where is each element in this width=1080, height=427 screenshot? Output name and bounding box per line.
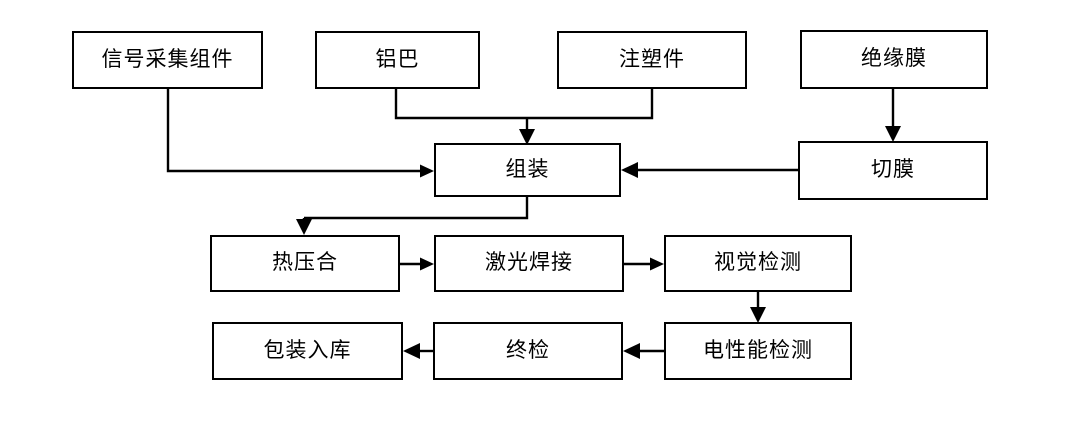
node-label: 热压合 <box>272 250 338 274</box>
arrowhead-icon <box>420 164 434 178</box>
arrowhead-icon <box>623 343 640 359</box>
node-label: 信号采集组件 <box>101 46 234 71</box>
node-label: 绝缘膜 <box>861 46 927 70</box>
node-label: 终检 <box>506 337 550 362</box>
connector-electrical-to-final <box>623 343 664 359</box>
connector-hotpress-to-laser <box>400 257 434 271</box>
connector-aluminum-to-assembly <box>394 89 527 120</box>
arrowhead-icon <box>621 162 638 178</box>
node-signal-acquisition-assembly[interactable]: 信号采集组件 <box>72 31 263 89</box>
node-injection-molded-part[interactable]: 注塑件 <box>557 31 747 89</box>
node-packaging-and-warehousing[interactable]: 包装入库 <box>212 322 403 380</box>
node-label: 切膜 <box>871 157 915 181</box>
node-label: 包装入库 <box>263 337 352 362</box>
arrowhead-icon <box>403 343 420 359</box>
arrowhead-icon <box>650 257 664 271</box>
node-label: 注塑件 <box>619 46 685 71</box>
connector-laser-to-visual <box>624 257 664 271</box>
arrowhead-icon <box>420 257 434 271</box>
node-label: 激光焊接 <box>485 250 573 274</box>
arrowhead-icon <box>296 219 312 235</box>
connector-insulating-to-cutting <box>885 89 901 142</box>
node-hot-pressing[interactable]: 热压合 <box>210 235 400 292</box>
node-final-inspection[interactable]: 终检 <box>433 322 623 380</box>
connector-final-to-packaging <box>403 343 433 359</box>
node-label: 电性能检测 <box>703 337 813 362</box>
node-label: 组装 <box>505 156 550 181</box>
node-label: 铝巴 <box>375 46 420 71</box>
arrowhead-icon <box>885 126 901 142</box>
connector-signal-to-assembly <box>166 89 434 178</box>
connector-visual-to-electrical <box>750 292 766 323</box>
arrowhead-icon <box>750 307 766 323</box>
node-aluminum-bar[interactable]: 铝巴 <box>315 31 480 89</box>
connector-assembly-to-hotpress <box>296 197 529 235</box>
node-laser-welding[interactable]: 激光焊接 <box>434 235 624 292</box>
connector-injection-to-assembly <box>527 89 654 120</box>
node-label: 视觉检测 <box>714 250 802 274</box>
node-assembly[interactable]: 组装 <box>434 143 621 197</box>
node-visual-inspection[interactable]: 视觉检测 <box>664 235 852 292</box>
connector-cutting-to-assembly <box>621 162 798 178</box>
connector-merge-to-assembly <box>519 118 535 145</box>
node-film-cutting[interactable]: 切膜 <box>798 141 988 200</box>
node-insulating-film[interactable]: 绝缘膜 <box>800 30 988 89</box>
node-electrical-performance-test[interactable]: 电性能检测 <box>664 322 852 380</box>
